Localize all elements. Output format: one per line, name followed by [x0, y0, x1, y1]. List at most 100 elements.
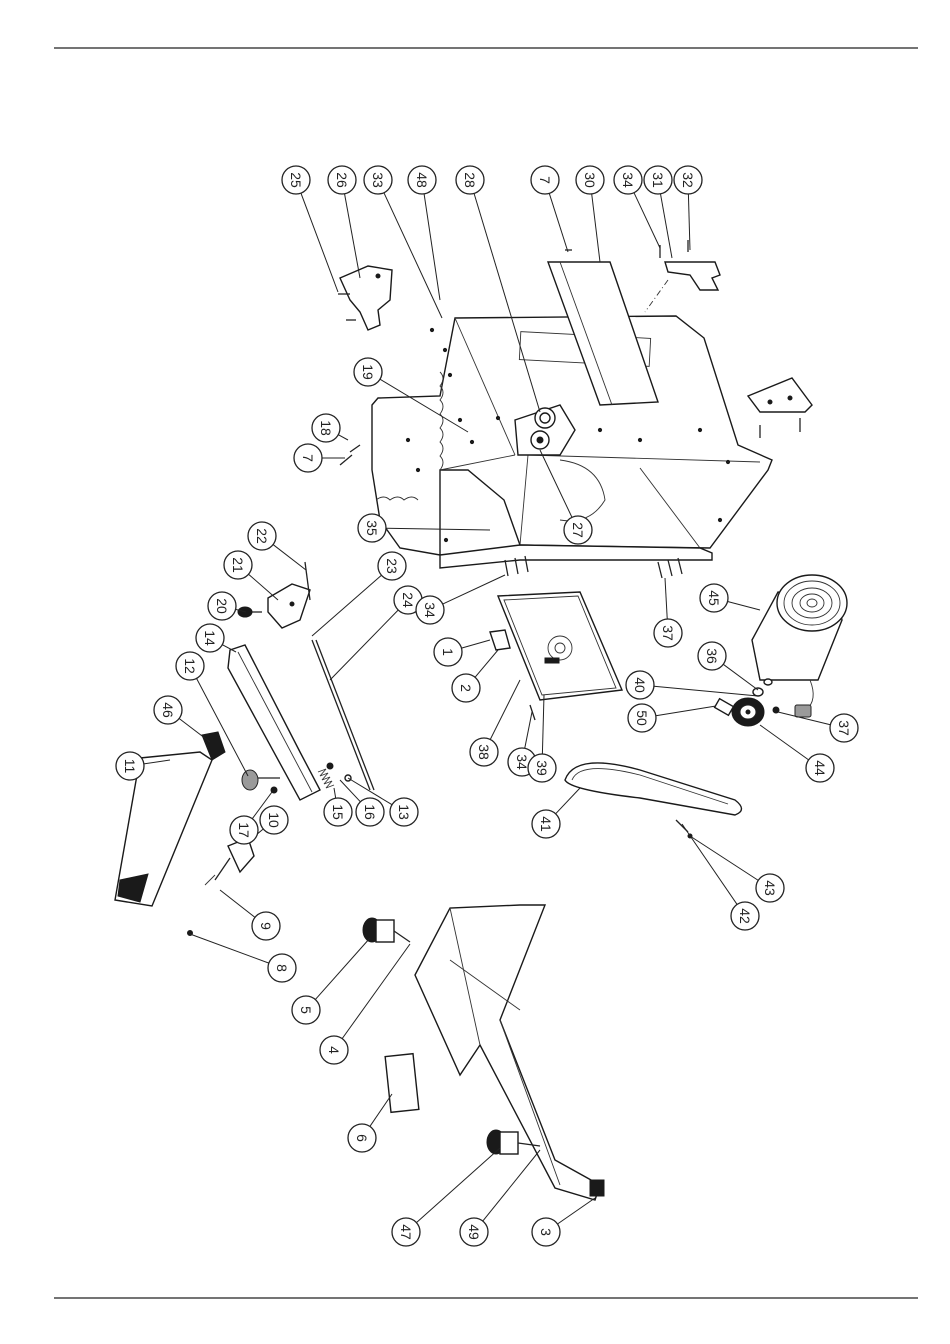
callout-leader-15 — [334, 788, 336, 798]
callout-45: 45 — [700, 584, 728, 612]
callout-number: 2 — [458, 684, 474, 692]
motor-plate — [498, 592, 622, 700]
callout-leader-39 — [542, 695, 544, 754]
callout-number: 49 — [466, 1224, 482, 1240]
tilt-rod — [312, 640, 374, 790]
callout-leader-7 — [549, 193, 568, 252]
callout-number: 16 — [362, 804, 378, 820]
callout-47: 47 — [392, 1218, 420, 1246]
callout-number: 26 — [334, 172, 350, 188]
callout-1: 1 — [434, 638, 462, 666]
callout-number: 24 — [400, 592, 416, 608]
rear-support-bracket — [645, 262, 720, 312]
callout-leader-30 — [592, 194, 600, 262]
callout-leader-37 — [665, 578, 667, 619]
callout-number: 34 — [620, 172, 636, 188]
callout-34: 34 — [416, 596, 444, 624]
callout-leader-9 — [220, 890, 255, 917]
callout-16: 16 — [356, 798, 384, 826]
callout-5: 5 — [292, 996, 320, 1024]
callout-leader-50 — [656, 706, 716, 716]
callout-number: 22 — [254, 528, 270, 544]
callout-27: 27 — [564, 516, 592, 544]
callout-number: 11 — [122, 759, 138, 774]
callout-leader-23 — [312, 575, 381, 636]
callout-leader-24 — [330, 610, 398, 680]
callout-leader-40 — [654, 686, 758, 696]
callout-number: 33 — [370, 172, 386, 188]
callout-19: 19 — [354, 358, 382, 386]
callout-number: 4 — [326, 1046, 342, 1054]
callout-leader-3 — [558, 1198, 595, 1224]
callout-number: 5 — [298, 1006, 314, 1014]
guard-knob — [242, 770, 280, 793]
callout-2: 2 — [452, 674, 480, 702]
callout-6: 6 — [348, 1124, 376, 1152]
callout-9: 9 — [252, 912, 280, 940]
callout-number: 32 — [680, 172, 696, 188]
callout-number: 27 — [570, 522, 586, 538]
callout-12: 12 — [176, 652, 204, 680]
callout-10: 10 — [260, 806, 288, 834]
callout-25: 25 — [282, 166, 310, 194]
callout-7: 7 — [294, 444, 322, 472]
callout-31: 31 — [644, 166, 672, 194]
callout-4: 4 — [320, 1036, 348, 1064]
callout-number: 48 — [414, 172, 430, 188]
callout-17: 17 — [230, 816, 258, 844]
callout-leader-21 — [249, 574, 278, 600]
callout-number: 23 — [384, 558, 400, 574]
callout-leader-2 — [475, 650, 498, 677]
callout-number: 17 — [236, 822, 252, 838]
callout-leader-26 — [345, 194, 360, 278]
callout-number: 45 — [706, 590, 722, 606]
callout-number: 30 — [582, 172, 598, 188]
callout-leader-44 — [760, 725, 809, 760]
callout-number: 13 — [396, 804, 412, 820]
callout-leader-41 — [556, 788, 580, 814]
locking-knob — [238, 607, 262, 617]
callout-leader-25 — [301, 193, 338, 292]
callout-number: 21 — [230, 557, 246, 573]
callout-number: 40 — [632, 677, 648, 693]
callout-number: 39 — [534, 760, 550, 776]
callout-35: 35 — [358, 514, 386, 542]
riving-knife-mount — [188, 838, 255, 936]
callout-number: 3 — [538, 1228, 554, 1236]
callout-leader-46 — [179, 718, 210, 742]
callout-leader-18 — [338, 435, 348, 440]
callout-leader-31 — [660, 194, 672, 258]
front-support-bracket — [748, 378, 812, 412]
callout-number: 14 — [202, 630, 218, 646]
callout-20: 20 — [208, 592, 236, 620]
callout-leader-49 — [483, 1150, 540, 1221]
label-plate — [385, 1054, 419, 1113]
callout-3: 3 — [532, 1218, 560, 1246]
callout-number: 31 — [650, 172, 666, 188]
callout-49: 49 — [460, 1218, 488, 1246]
callout-number: 41 — [538, 816, 554, 832]
callout-leader-43 — [690, 836, 758, 880]
callout-number: 46 — [160, 702, 176, 718]
callout-number: 44 — [812, 760, 828, 776]
callout-50: 50 — [628, 704, 656, 732]
rod-spring — [318, 763, 351, 788]
callout-number: 42 — [737, 908, 753, 924]
callout-leader-34 — [443, 575, 505, 604]
electric-motor — [752, 575, 847, 717]
callout-number: 6 — [354, 1134, 370, 1142]
callout-leader-45 — [728, 602, 760, 610]
callout-number: 10 — [266, 812, 282, 828]
callout-number: 12 — [182, 658, 198, 674]
callout-8: 8 — [268, 954, 296, 982]
callout-32: 32 — [674, 166, 702, 194]
callout-number: 9 — [258, 922, 274, 930]
callout-number: 50 — [634, 710, 650, 726]
pulley-key — [715, 699, 734, 716]
callout-11: 11 — [116, 752, 144, 780]
callout-number: 8 — [274, 964, 290, 972]
callout-30: 30 — [576, 166, 604, 194]
callout-34: 34 — [614, 166, 642, 194]
